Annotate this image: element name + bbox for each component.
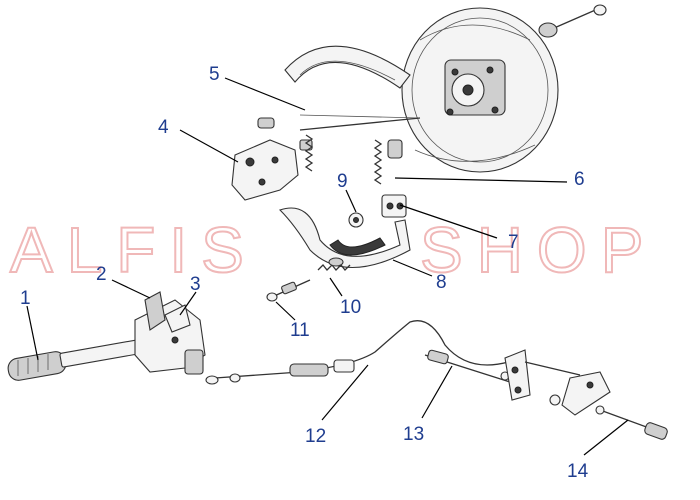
callout-6: 6: [574, 169, 585, 190]
equalizer-bracket: [504, 349, 581, 401]
lever-assembly: [231, 117, 313, 201]
callout-12: 12: [305, 426, 326, 447]
lower-brake-shoe: [278, 207, 411, 268]
callout-7: 7: [508, 232, 519, 253]
top-cable-end: [538, 4, 607, 38]
secondary-cable: [424, 349, 511, 383]
callout-10: 10: [340, 297, 361, 318]
callout-4: 4: [158, 117, 169, 138]
callout-13: 13: [403, 424, 424, 445]
callout-2: 2: [96, 264, 107, 285]
retaining-pin: [266, 279, 311, 302]
callout-5: 5: [209, 64, 220, 85]
callout-3: 3: [190, 274, 201, 295]
callout-9: 9: [337, 171, 348, 192]
callout-8: 8: [436, 272, 447, 293]
main-cable: [205, 320, 516, 385]
spring-rod: [299, 117, 421, 172]
small-nut: [348, 212, 364, 228]
callout-11: 11: [290, 320, 310, 341]
leader-lines: [26, 77, 629, 456]
handbrake-lever: [59, 291, 206, 375]
watermark-right: SHOP: [420, 214, 657, 286]
callout-1: 1: [20, 288, 31, 309]
right-cable-bracket: [549, 371, 668, 440]
upper-brake-shoe: [284, 45, 421, 119]
handle-grip: [7, 351, 67, 381]
watermark-left: ALFIS: [10, 214, 258, 286]
return-spring: [373, 139, 403, 185]
backing-plate: [401, 7, 559, 173]
callout-14: 14: [567, 461, 589, 482]
shoe-spring: [317, 257, 351, 271]
